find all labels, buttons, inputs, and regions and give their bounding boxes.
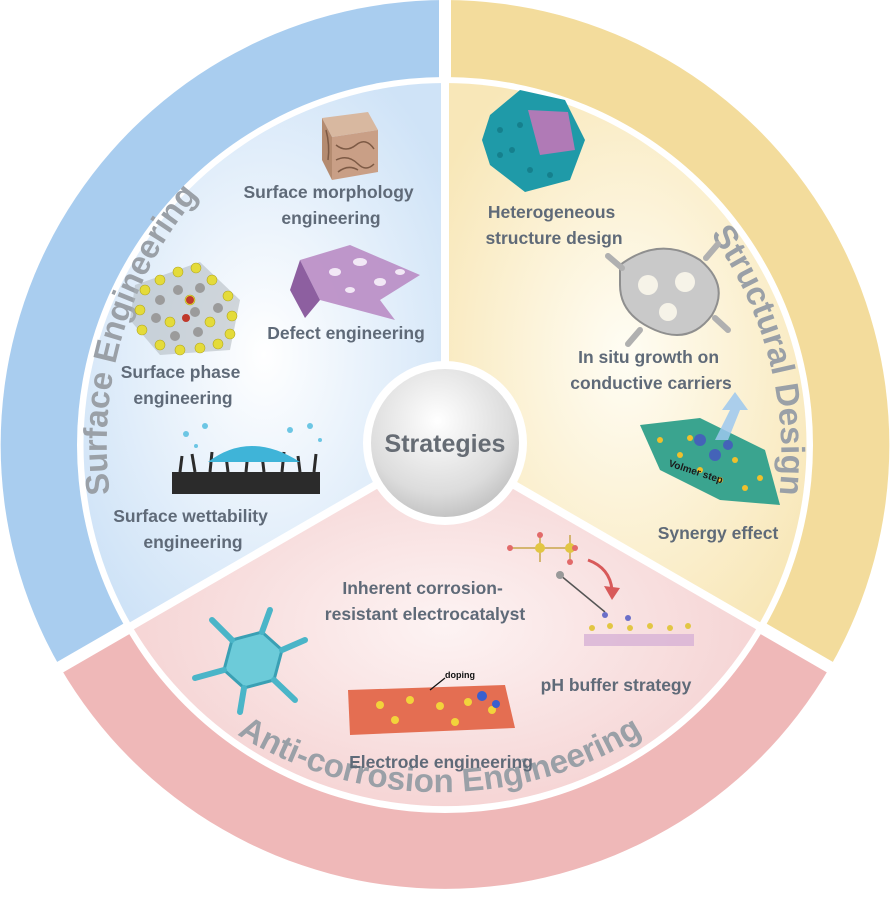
wettability-droplet-icon — [172, 423, 322, 494]
ph-buffer-molecule-icon — [507, 532, 694, 646]
label-doping: doping — [445, 670, 475, 680]
center-hub: Strategies — [363, 361, 527, 525]
center-label: Strategies — [385, 430, 506, 458]
electrode-structure-icon: doping — [348, 670, 515, 735]
surface-phase-crystal-icon — [130, 262, 240, 356]
surface-morphology-cube-icon — [322, 112, 378, 180]
inherent-catalyst-structure-icon — [192, 607, 308, 715]
label-electrode: Electrode engineering — [349, 752, 533, 772]
label-insitu: In situ growth on conductive carriers — [570, 347, 732, 393]
synergy-surface-icon: Volmer step — [640, 392, 780, 505]
label-inherent: Inherent corrosion- resistant electrocat… — [325, 578, 526, 624]
label-surface-morphology: Surface morphology engineering — [243, 182, 418, 228]
label-surface-phase: Surface phase engineering — [121, 362, 246, 408]
label-heterogeneous: Heterogeneous structure design — [485, 202, 622, 248]
label-surface-wettability: Surface wettability engineering — [113, 506, 273, 552]
heterogeneous-particle-icon — [482, 90, 585, 192]
defect-sheet-icon — [290, 245, 420, 320]
center-sphere — [371, 369, 519, 517]
inner-sector-anticorrosion — [132, 445, 758, 807]
label-ph-buffer: pH buffer strategy — [541, 675, 692, 695]
label-defect: Defect engineering — [267, 323, 425, 343]
insitu-framework-icon — [605, 241, 731, 347]
label-synergy: Synergy effect — [658, 523, 779, 543]
